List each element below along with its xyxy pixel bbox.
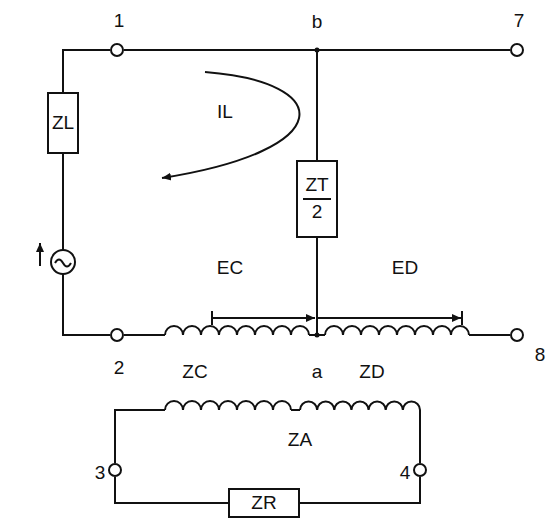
impedance-box: ZR [228, 488, 300, 518]
voltage-label: ED [391, 258, 419, 279]
terminal-number: 4 [400, 463, 411, 482]
terminal-number: 2 [114, 358, 125, 377]
dimension-line [212, 311, 462, 325]
impedance-label: ZC [181, 362, 208, 383]
impedance-label: ZT [303, 175, 330, 200]
terminal: 8 [510, 328, 524, 342]
voltage-source [51, 250, 75, 274]
terminal-number: 8 [535, 345, 546, 364]
terminal: 1 [110, 43, 124, 57]
inductor-coil [300, 401, 420, 410]
impedance-label: ZR [251, 493, 276, 514]
wire [124, 50, 317, 160]
source-arrow [39, 243, 41, 266]
voltage-label: EC [216, 258, 244, 279]
impedance-box: ZT2 [296, 160, 338, 238]
terminal: 4 [413, 463, 427, 477]
inductor-coil [325, 326, 469, 335]
terminal-number: 7 [514, 11, 525, 30]
wire [291, 409, 300, 411]
terminal: 2 [110, 328, 124, 342]
wire [63, 50, 110, 92]
junction-dot [315, 333, 320, 338]
dimension-arrow [300, 317, 315, 319]
inductor-coil [165, 326, 309, 335]
impedance-label: ZA [287, 430, 313, 451]
terminal-number: 3 [95, 463, 106, 482]
node-label: a [311, 362, 324, 383]
impedance-box: ZL [47, 92, 79, 154]
impedance-label: ZD [358, 362, 385, 383]
current-label: IL [216, 102, 234, 123]
inductor-coil [165, 401, 291, 410]
impedance-label: 2 [312, 202, 323, 223]
terminal: 7 [510, 43, 524, 57]
terminal-number: 1 [114, 11, 125, 30]
wire [419, 410, 421, 463]
node-label: b [311, 12, 324, 33]
impedance-label: ZL [52, 113, 74, 134]
wire [115, 410, 165, 463]
wire [469, 334, 510, 336]
wire [63, 274, 110, 335]
current-loop-arrow [162, 72, 299, 178]
wire [124, 334, 165, 336]
terminal: 3 [108, 463, 122, 477]
wire [62, 154, 64, 250]
wire [115, 477, 228, 503]
dimension-arrow [445, 317, 461, 319]
source-tilde [55, 260, 71, 267]
